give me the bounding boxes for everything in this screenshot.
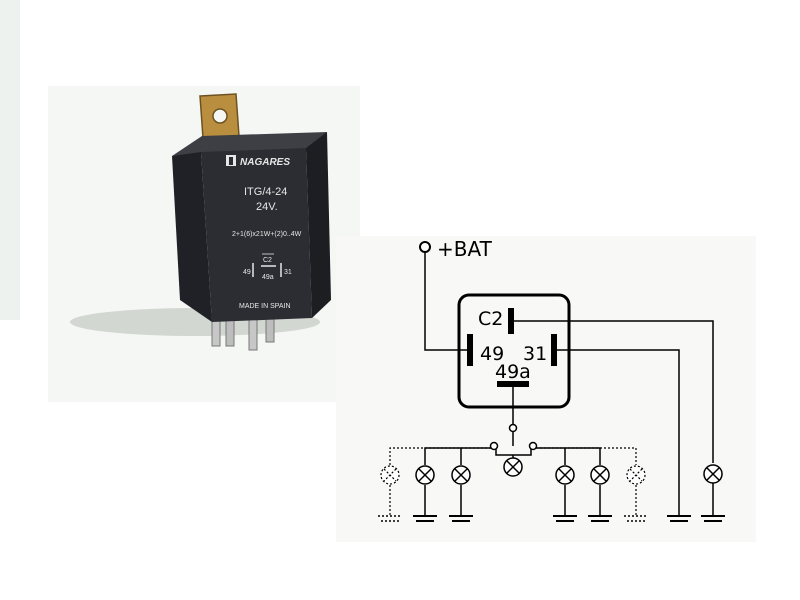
relay-pin-49: 49 — [243, 269, 251, 276]
relay-pin-c2: C2 — [263, 257, 272, 264]
relay-housing — [172, 132, 331, 322]
background-strip — [0, 0, 20, 320]
lamp-icon — [703, 464, 723, 484]
relay-voltage: 24V. — [256, 201, 278, 213]
flasher-switch-icon — [489, 423, 538, 451]
bat-terminal-icon — [419, 241, 431, 253]
bat-label: +BAT — [437, 237, 493, 261]
dotted-wires — [389, 447, 637, 516]
optional-ground-icon — [378, 515, 402, 522]
lamp-icon — [415, 465, 435, 485]
lamp-icon — [590, 465, 610, 485]
contact-49a — [497, 381, 529, 387]
ground-icon — [667, 515, 691, 522]
ground-icon — [588, 515, 612, 522]
contact-c2 — [508, 308, 514, 334]
lamp-icon — [503, 457, 523, 477]
optional-ground-icon — [624, 515, 648, 522]
ground-icon — [413, 515, 437, 522]
schematic-pin-c2: C2 — [478, 308, 503, 330]
brand-logo-icon — [226, 155, 236, 166]
relay-pin-49a: 49a — [262, 274, 274, 281]
relay-origin: MADE IN SPAIN — [239, 303, 291, 310]
contact-49 — [467, 334, 473, 366]
schematic-pin-49a: 49a — [495, 361, 531, 383]
wiring-diagram-panel — [336, 236, 756, 542]
contact-31 — [551, 334, 557, 366]
relay-brand: NAGARES — [240, 157, 290, 168]
ground-icon — [553, 515, 577, 522]
schematic-pin-31: 31 — [523, 343, 547, 365]
schematic-pin-49: 49 — [480, 343, 504, 365]
ground-icon — [701, 515, 725, 522]
relay-model: ITG/4-24 — [244, 186, 287, 198]
relay-rating: 2+1(6)x21W+(2)0..4W — [232, 231, 302, 238]
lamp-icon — [555, 465, 575, 485]
ground-icon — [449, 515, 473, 522]
solid-wires — [424, 252, 714, 516]
optional-lamp-icon — [626, 465, 646, 485]
optional-lamp-icon — [380, 465, 400, 485]
relay-box — [457, 293, 571, 409]
lamp-icon — [451, 465, 471, 485]
relay-pin-31: 31 — [284, 269, 292, 276]
